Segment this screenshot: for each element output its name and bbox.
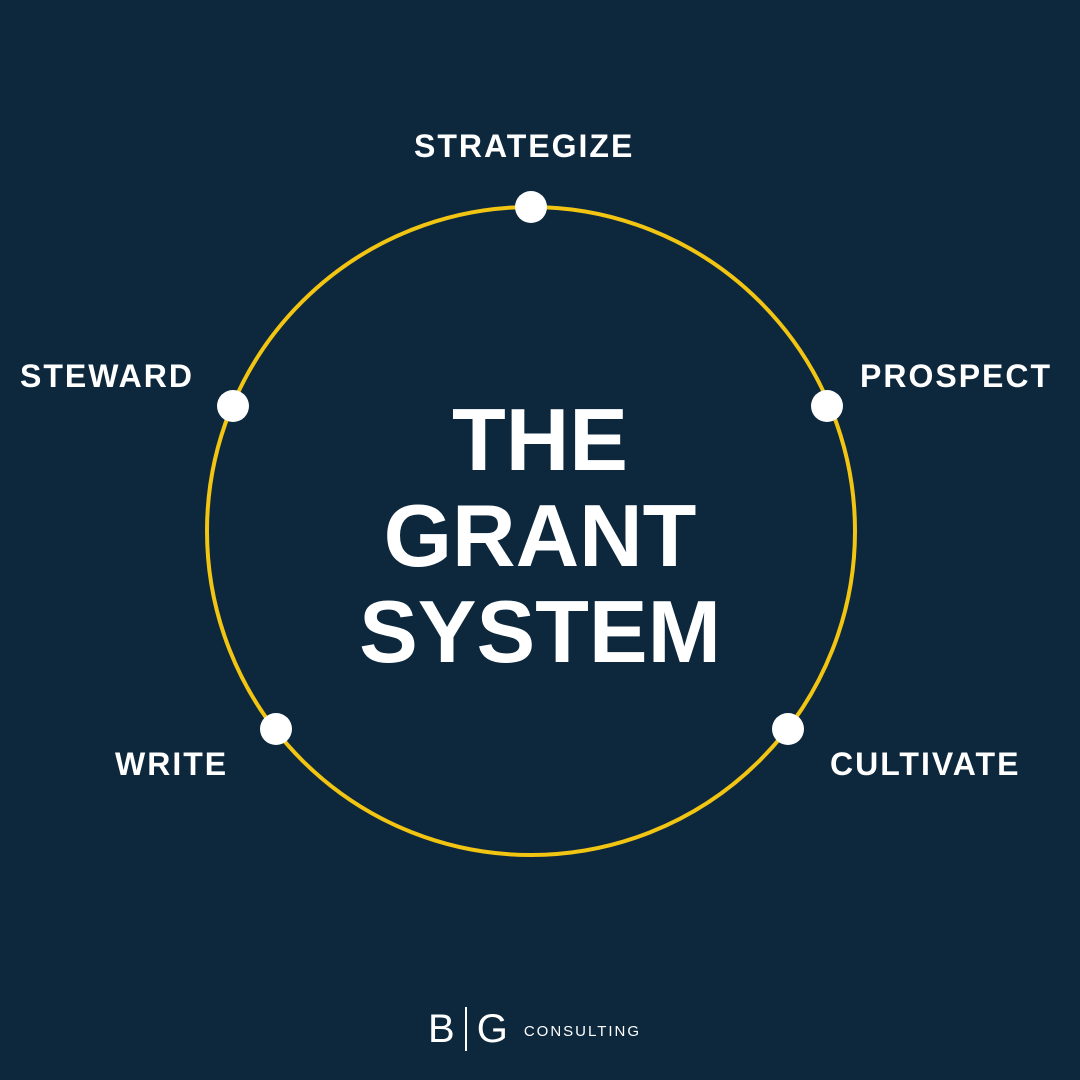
bg-consulting-logo: B G CONSULTING — [428, 1006, 641, 1052]
node-steward-dot — [217, 390, 249, 422]
node-label-cultivate: CULTIVATE — [830, 746, 1021, 782]
node-prospect-dot — [811, 390, 843, 422]
title-line-2: GRANT — [383, 486, 697, 585]
title-line-1: THE — [452, 390, 628, 489]
node-label-prospect: PROSPECT — [860, 358, 1053, 394]
node-label-write: WRITE — [115, 746, 229, 782]
logo-letter-b: B — [428, 1007, 455, 1051]
logo-letter-g: G — [476, 1007, 508, 1051]
node-label-strategize: STRATEGIZE — [414, 128, 635, 164]
node-strategize-dot — [515, 191, 547, 223]
node-write-dot — [260, 713, 292, 745]
node-label-steward: STEWARD — [20, 358, 194, 394]
diagram-title: THE GRANT SYSTEM — [290, 392, 790, 680]
node-cultivate-dot — [772, 713, 804, 745]
logo-divider — [464, 1007, 467, 1051]
title-line-3: SYSTEM — [359, 582, 721, 681]
logo-wordmark: CONSULTING — [523, 1022, 642, 1040]
